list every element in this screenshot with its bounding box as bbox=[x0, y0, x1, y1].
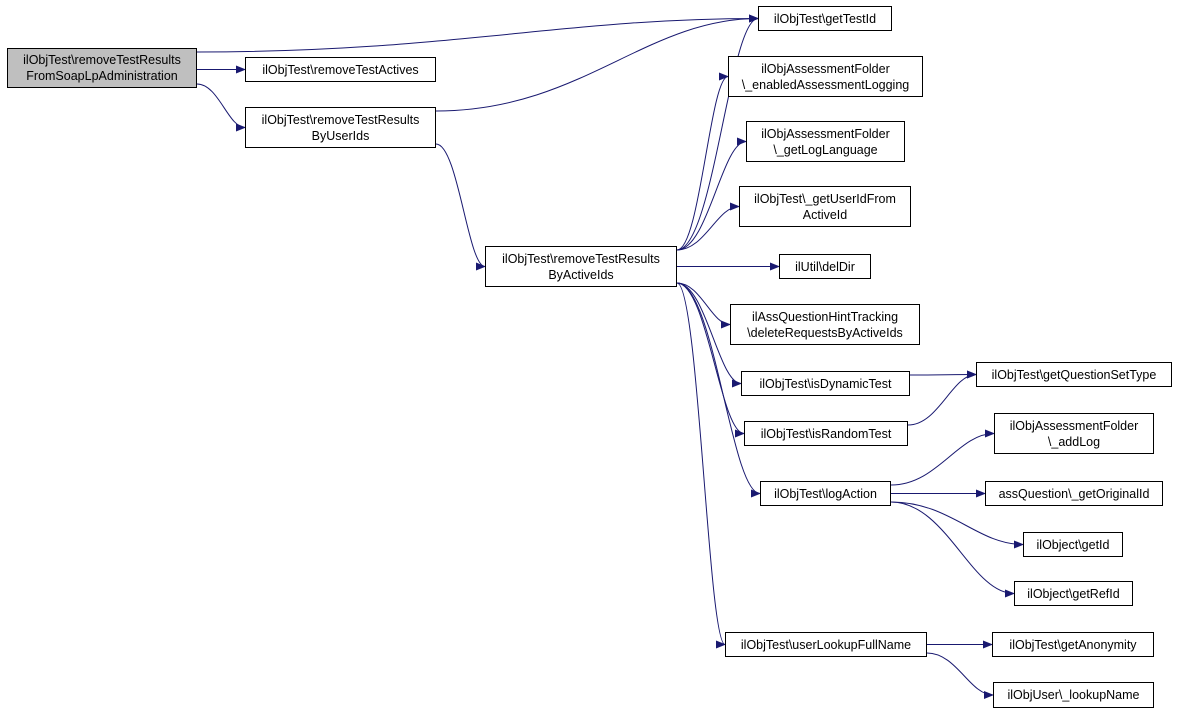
node-root-removeTestResultsFromSoapLpAdministration[interactable]: ilObjTest\removeTestResults FromSoapLpAd… bbox=[7, 48, 197, 88]
node-label-line: ilObjTest\isDynamicTest bbox=[759, 376, 892, 391]
node-removeTestResultsByUserIds[interactable]: ilObjTest\removeTestResults ByUserIds bbox=[245, 107, 436, 148]
node-label-line: ilObjTest\isRandomTest bbox=[760, 426, 892, 441]
node-getLogLanguage[interactable]: ilObjAssessmentFolder \_getLogLanguage bbox=[746, 121, 905, 162]
edge-removeByActiveIds-to-getTestId bbox=[676, 14, 759, 251]
node-label-line: ilObject\getId bbox=[1036, 537, 1110, 552]
node-label-line: \_addLog bbox=[1047, 434, 1101, 449]
node-label-line: ilObjTest\userLookupFullName bbox=[740, 637, 912, 652]
node-removeTestResultsByActiveIds[interactable]: ilObjTest\removeTestResults ByActiveIds bbox=[485, 246, 677, 287]
node-label-line: ilObjTest\removeTestResults bbox=[261, 112, 420, 127]
edge-removeByActiveIds-to-hintTracking bbox=[676, 282, 731, 329]
edge-logAction-to-addLog bbox=[890, 429, 995, 486]
edge-removeByActiveIds-to-enabledLogging bbox=[676, 72, 729, 251]
node-label-line: ilObjTest\getTestId bbox=[773, 11, 877, 26]
node-removeTestActives[interactable]: ilObjTest\removeTestActives bbox=[245, 57, 436, 82]
node-deleteRequestsByActiveIds[interactable]: ilAssQuestionHintTracking \deleteRequest… bbox=[730, 304, 920, 345]
node-label-line: ilObjTest\removeTestResults bbox=[23, 53, 181, 67]
node-delDir[interactable]: ilUtil\delDir bbox=[779, 254, 871, 279]
node-getRefId[interactable]: ilObject\getRefId bbox=[1014, 581, 1133, 606]
node-label-line: ilObjAssessmentFolder bbox=[761, 61, 890, 76]
node-label-line: ilAssQuestionHintTracking bbox=[751, 309, 899, 324]
node-isRandomTest[interactable]: ilObjTest\isRandomTest bbox=[744, 421, 908, 446]
node-label-line: ilObjTest\getAnonymity bbox=[1009, 637, 1137, 652]
node-label-line: FromSoapLpAdministration bbox=[26, 69, 178, 83]
node-label-line: assQuestion\_getOriginalId bbox=[998, 486, 1150, 501]
edge-removeByActiveIds-to-getLogLanguage bbox=[676, 137, 747, 251]
node-lookupName[interactable]: ilObjUser\_lookupName bbox=[993, 682, 1154, 708]
node-label-line: \_enabledAssessmentLogging bbox=[741, 77, 910, 92]
node-label-line: ilObjTest\getQuestionSetType bbox=[991, 367, 1157, 382]
node-getAnonymity[interactable]: ilObjTest\getAnonymity bbox=[992, 632, 1154, 657]
node-logAction[interactable]: ilObjTest\logAction bbox=[760, 481, 891, 506]
node-label-line: ilObjTest\logAction bbox=[774, 486, 877, 501]
edge-removeByActiveIds-to-userLookupFullName bbox=[676, 282, 726, 649]
edge-root-to-getTestId bbox=[196, 14, 759, 53]
node-label-line: ilObject\getRefId bbox=[1027, 586, 1120, 601]
node-label-line: ilObjTest\removeTestActives bbox=[262, 62, 419, 77]
edge-userLookupFullName-to-lookupName bbox=[926, 652, 994, 699]
node-label-line: ilObjTest\_getUserIdFrom bbox=[754, 191, 896, 206]
node-userLookupFullName[interactable]: ilObjTest\userLookupFullName bbox=[725, 632, 927, 657]
edge-isRandomTest-to-getQuestionSetType bbox=[907, 370, 977, 426]
node-getId[interactable]: ilObject\getId bbox=[1023, 532, 1123, 557]
node-enabledAssessmentLogging[interactable]: ilObjAssessmentFolder \_enabledAssessmen… bbox=[728, 56, 923, 97]
edge-root-to-removeByUserIds bbox=[196, 83, 246, 132]
node-getQuestionSetType[interactable]: ilObjTest\getQuestionSetType bbox=[976, 362, 1172, 387]
edge-removeByActiveIds-to-logAction bbox=[676, 282, 761, 498]
edge-logAction-to-getId bbox=[890, 501, 1024, 549]
node-addLog[interactable]: ilObjAssessmentFolder \_addLog bbox=[994, 413, 1154, 454]
edge-removeByUserIds-to-getTestId bbox=[435, 14, 759, 112]
node-label-line: ilUtil\delDir bbox=[795, 259, 855, 274]
node-getTestId[interactable]: ilObjTest\getTestId bbox=[758, 6, 892, 31]
node-label-line: \_getLogLanguage bbox=[773, 142, 878, 157]
node-label-line: ByActiveIds bbox=[548, 267, 614, 282]
node-label-line: \deleteRequestsByActiveIds bbox=[747, 325, 903, 340]
edge-logAction-to-getRefId bbox=[890, 501, 1015, 598]
edge-removeByActiveIds-to-isRandomTest bbox=[676, 282, 745, 438]
edge-isDynamicTest-to-getQuestionSetType bbox=[909, 370, 977, 379]
node-label-line: ActiveId bbox=[802, 207, 848, 222]
node-label-line: ByUserIds bbox=[311, 128, 370, 143]
node-label-line: ilObjAssessmentFolder bbox=[1009, 418, 1139, 433]
node-getOriginalId[interactable]: assQuestion\_getOriginalId bbox=[985, 481, 1163, 506]
node-getUserIdFromActiveId[interactable]: ilObjTest\_getUserIdFrom ActiveId bbox=[739, 186, 911, 227]
node-isDynamicTest[interactable]: ilObjTest\isDynamicTest bbox=[741, 371, 910, 396]
node-label-line: ilObjAssessmentFolder bbox=[761, 126, 890, 141]
edge-removeByUserIds-to-removeByActiveIds bbox=[435, 143, 486, 271]
node-label-line: ilObjTest\removeTestResults bbox=[502, 251, 660, 266]
node-label-line: ilObjUser\_lookupName bbox=[1007, 688, 1140, 702]
edge-removeByActiveIds-to-getUserIdFromActiveId bbox=[676, 202, 740, 251]
